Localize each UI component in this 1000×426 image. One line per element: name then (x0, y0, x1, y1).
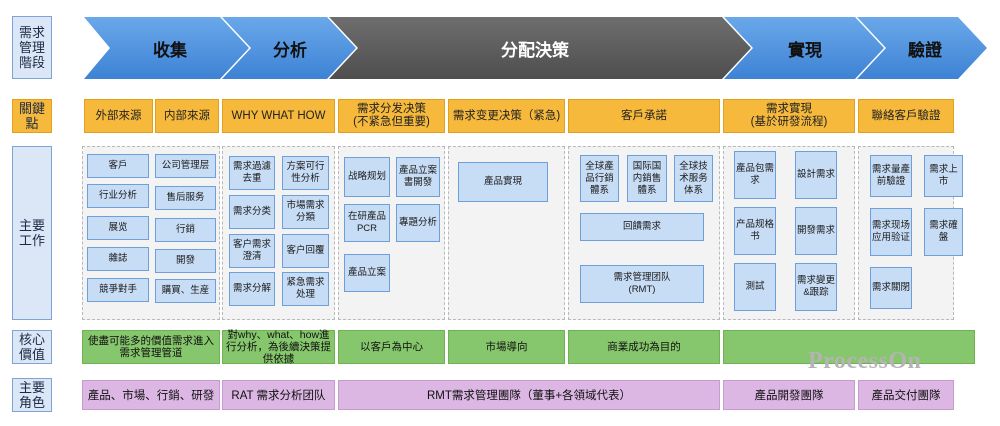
work-box-pcr: 在研產品PCR (344, 204, 390, 242)
work-box-topic-analysis: 專題分析 (396, 204, 440, 242)
work-box-design-req: 設計需求 (795, 151, 837, 199)
work-box-launch: 需求上市 (924, 155, 963, 197)
key-point-realization: 需求實現 (基於研發流程) (723, 99, 855, 133)
work-box-package-req: 產品包需求 (734, 151, 776, 199)
work-box-feasibility: 方案可行性分析 (282, 156, 329, 190)
work-box-product-proposal: 產品立案 (344, 254, 390, 292)
stage-analyze-arrow (222, 17, 356, 79)
work-box-market-classification: 市場需求分類 (282, 195, 329, 229)
work-box-development: 開發 (155, 249, 216, 273)
work-box-sales-system: 国际国内銷售體系 (627, 155, 667, 202)
stage-collect-label: 收集 (153, 40, 187, 60)
role-product-dev: 產品開發團隊 (723, 380, 855, 410)
work-box-global-marketing: 全球產品行銷體系 (580, 155, 619, 202)
work-box-exhibition: 展览 (87, 216, 149, 240)
core-value-blank (723, 330, 975, 364)
work-box-change-tracking: 需求變更&跟踪 (795, 263, 837, 311)
work-box-purchase-production: 購買、生産 (155, 279, 216, 303)
work-box-after-sales: 售后服务 (155, 186, 216, 210)
work-box-customer-reply: 客户回覆 (282, 234, 329, 268)
key-point-commitment: 客戶承諾 (568, 99, 720, 133)
watermark: ProcessOn (808, 348, 922, 374)
work-box-feedback: 回饋需求 (580, 213, 704, 241)
work-box-classification: 需求分类 (229, 195, 275, 229)
key-point-verification: 聯絡客戶驗證 (858, 99, 954, 133)
work-box-close: 需求關閉 (870, 267, 912, 309)
role-collect: 產品、市場、行銷、研發 (82, 380, 220, 410)
work-box-decompose: 需求分解 (229, 272, 275, 306)
role-product-delivery: 產品交付團隊 (858, 380, 954, 410)
work-box-customer-clarify: 客户需求澄清 (229, 234, 275, 268)
stage-realize-arrow (724, 17, 884, 79)
key-point-internal: 内部來源 (155, 99, 219, 133)
stage-verify-arrow (857, 17, 987, 79)
row-label-core-value: 核心 價值 (12, 330, 52, 364)
key-point-external: 外部來源 (84, 99, 153, 133)
work-box-test: 測試 (734, 263, 776, 311)
stage-verify-label: 驗證 (908, 40, 942, 60)
role-analyze: RAT 需求分析团队 (222, 380, 335, 410)
stage-analyze-label: 分析 (273, 40, 307, 60)
key-point-allocation: 需求分发决策 (不紧急但重要) (338, 99, 445, 133)
row-label-main-role: 主要 角色 (12, 378, 52, 412)
stage-collect-arrow (84, 17, 249, 79)
stage-realize-label: 實現 (788, 40, 822, 60)
row-label-main-work: 主要 工作 (12, 146, 52, 320)
work-box-filter-dedupe: 需求過濾去重 (229, 156, 275, 190)
work-box-confirm: 需求確盤 (924, 208, 963, 256)
stage-allocate-label: 分配決策 (501, 40, 569, 60)
row-label-stage: 需求 管理 階段 (12, 16, 52, 79)
work-box-rmt-team: 需求管理团队 (RMT) (580, 265, 704, 303)
work-box-customer: 客戶 (87, 154, 149, 178)
core-value-customer: 以客戶為中心 (338, 330, 445, 364)
work-box-dev-req: 開發需求 (795, 207, 837, 255)
key-point-why-what-how: WHY WHAT HOW (222, 99, 335, 133)
work-box-proposal-dev: 產品立案書開發 (396, 157, 440, 197)
work-box-product-realization: 產品實現 (458, 162, 548, 202)
work-box-tech-service: 全球技术服务体系 (674, 155, 713, 202)
stage-chevrons (84, 17, 987, 79)
stage-allocate-arrow (329, 17, 751, 79)
work-box-industry-analysis: 行业分析 (87, 184, 149, 208)
work-box-marketing: 行銷 (155, 218, 216, 242)
core-value-business: 商業成功為目的 (568, 330, 720, 364)
key-point-change: 需求变更决策（紧急) (448, 99, 565, 133)
role-rmt: RMT需求管理團隊（董事+各領域代表） (338, 380, 720, 410)
row-label-key-points: 關鍵 點 (12, 99, 52, 133)
work-box-urgent: 紧急需求处理 (282, 272, 329, 306)
work-box-strategy: 战略规划 (344, 157, 390, 197)
core-value-collect: 使盡可能多的價值需求進入需求管理管道 (82, 330, 220, 364)
work-box-field-verify: 需求现场应用验证 (870, 208, 912, 256)
work-box-management: 公司管理层 (155, 154, 216, 178)
core-value-analyze: 對why、what、how進行分析，為後續決策提供依據 (222, 329, 335, 365)
core-value-market: 市場導向 (448, 330, 565, 364)
work-box-magazine: 雜誌 (87, 247, 149, 271)
work-box-competitor: 競爭對手 (87, 278, 149, 302)
work-box-spec: 产品规格书 (734, 207, 776, 255)
work-box-pre-production: 需求量產前驗證 (870, 155, 912, 197)
